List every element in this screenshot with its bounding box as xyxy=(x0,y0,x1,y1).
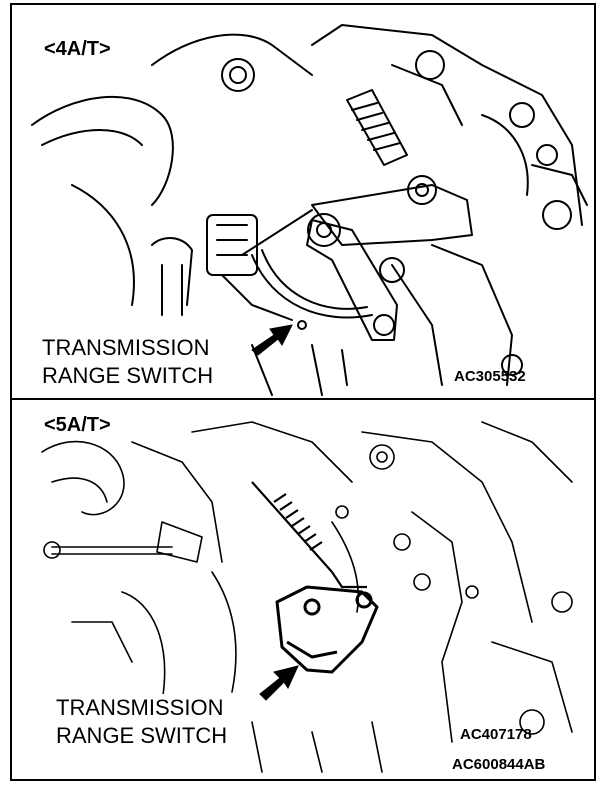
panel-divider xyxy=(10,398,596,400)
section-tag-5at: <5A/T> xyxy=(44,414,111,436)
callout-4at-line1: TRANSMISSION xyxy=(38,334,218,362)
callout-5at-line1: TRANSMISSION xyxy=(52,694,232,722)
drawing-4at xyxy=(31,24,588,396)
section-tag-4at: <4A/T> xyxy=(44,38,111,60)
drawing-5at xyxy=(41,421,573,773)
callout-5at: TRANSMISSION RANGE SWITCH xyxy=(52,694,232,750)
code-4at: AC305532 xyxy=(454,368,526,385)
figure-code: AC600844AB xyxy=(452,756,546,773)
callout-4at-line2: RANGE SWITCH xyxy=(38,362,218,390)
callout-5at-line2: RANGE SWITCH xyxy=(52,722,232,750)
code-5at: AC407178 xyxy=(460,726,532,743)
callout-4at: TRANSMISSION RANGE SWITCH xyxy=(38,334,218,390)
